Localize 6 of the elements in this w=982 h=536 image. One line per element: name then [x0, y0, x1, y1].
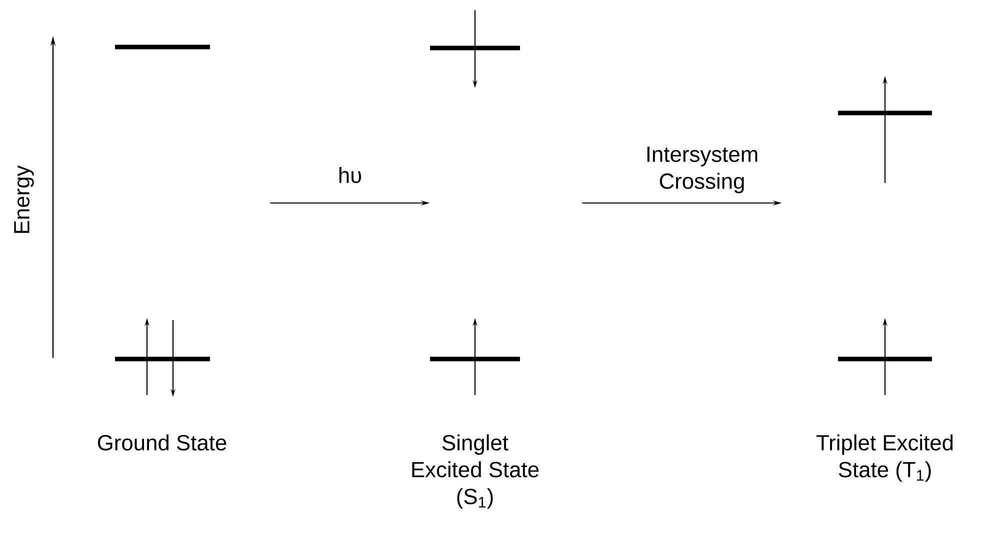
- axis-label: Energy: [14, 165, 34, 233]
- state-label: Ground State: [98, 434, 226, 450]
- state-label: Triplet Excited State (T$_{1}$): [816, 434, 953, 482]
- edge-label: Intersystem Crossing: [647, 146, 758, 194]
- edge-label: hυ: [339, 166, 362, 184]
- state-label: Singlet Excited State (S$_{1}$): [412, 434, 539, 509]
